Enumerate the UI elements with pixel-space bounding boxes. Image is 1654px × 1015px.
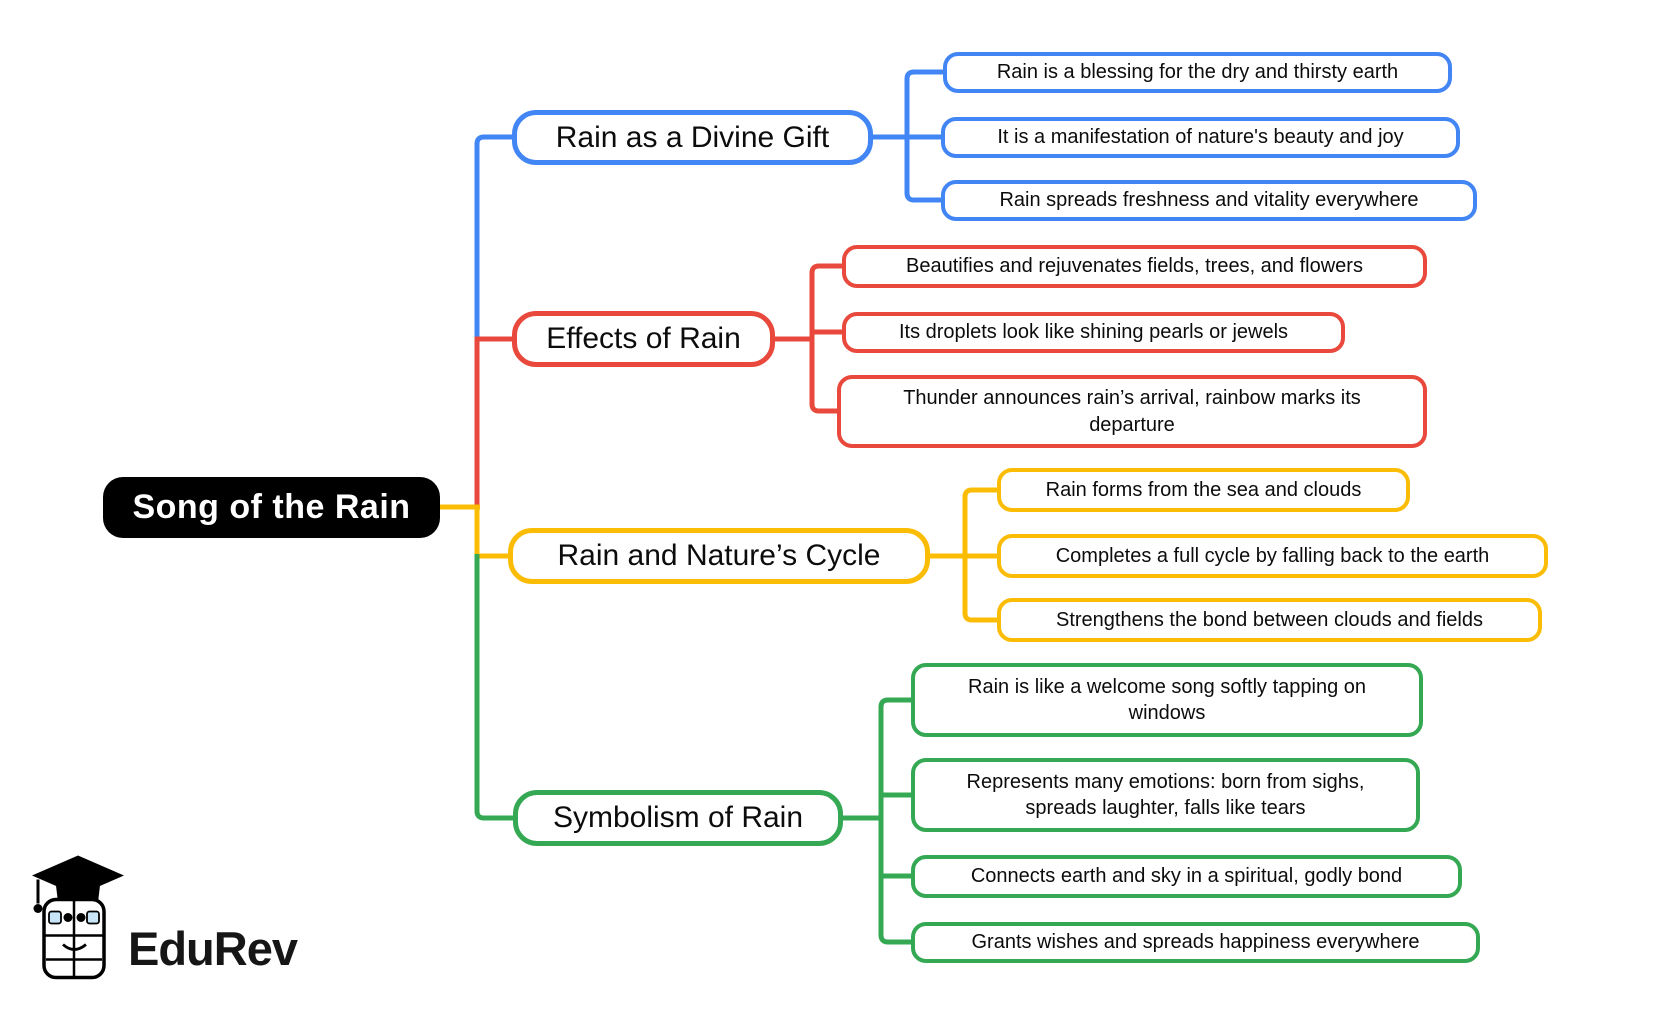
sub-node-text: Rain spreads freshness and vitality ever… (999, 189, 1419, 212)
sub-node-effects-2: Its droplets look like shining pearls or… (842, 312, 1345, 353)
sub-node-text: Represents many emotions: born from sigh… (966, 770, 1365, 819)
sub-node-symbolism-4: Grants wishes and spreads happiness ever… (911, 922, 1480, 963)
sub-node-text: Grants wishes and spreads happiness ever… (971, 931, 1420, 954)
sub-node-divine-gift-3: Rain spreads freshness and vitality ever… (941, 180, 1477, 221)
edurev-mascot-icon (32, 855, 124, 980)
sub-node-cycle-1: Rain forms from the sea and clouds (997, 468, 1410, 512)
sub-node-cycle-3: Strengthens the bond between clouds and … (997, 598, 1542, 642)
sub-node-text: Strengthens the bond between clouds and … (1056, 608, 1483, 631)
sub-node-symbolism-2: Represents many emotions: born from sigh… (911, 758, 1420, 832)
root-node-label: Song of the Rain (132, 488, 411, 526)
sub-node-effects-3: Thunder announces rain’s arrival, rainbo… (837, 375, 1427, 448)
branch-label: Rain and Nature’s Cycle (557, 539, 881, 572)
root-node: Song of the Rain (103, 477, 440, 538)
sub-node-cycle-2: Completes a full cycle by falling back t… (997, 534, 1548, 578)
sub-node-text: Its droplets look like shining pearls or… (898, 321, 1289, 344)
sub-node-effects-1: Beautifies and rejuvenates fields, trees… (842, 245, 1427, 288)
edurev-wordmark: EduRev (128, 922, 298, 975)
sub-node-text: Connects earth and sky in a spiritual, g… (970, 865, 1403, 888)
sub-node-divine-gift-1: Rain is a blessing for the dry and thirs… (943, 52, 1452, 93)
branch-node-divine-gift: Rain as a Divine Gift (512, 110, 873, 165)
branch-label: Effects of Rain (546, 322, 741, 355)
sub-node-symbolism-3: Connects earth and sky in a spiritual, g… (911, 855, 1462, 898)
connector-symbolism (474, 554, 911, 945)
sub-node-text: Rain is like a welcome song softly tappi… (968, 675, 1366, 724)
sub-node-text: Rain is a blessing for the dry and thirs… (996, 61, 1399, 84)
sub-node-text: It is a manifestation of nature's beauty… (997, 126, 1404, 149)
connector-effects-of-rain (474, 263, 842, 509)
branch-node-symbolism: Symbolism of Rain (513, 790, 843, 846)
branch-node-natures-cycle: Rain and Nature’s Cycle (508, 528, 930, 584)
sub-node-divine-gift-2: It is a manifestation of nature's beauty… (941, 117, 1460, 158)
sub-node-text: Completes a full cycle by falling back t… (1055, 544, 1490, 567)
branch-label: Rain as a Divine Gift (555, 120, 830, 154)
sub-node-symbolism-1: Rain is like a welcome song softly tappi… (911, 663, 1423, 737)
sub-node-text: Thunder announces rain’s arrival, rainbo… (903, 387, 1361, 436)
sub-node-text: Rain forms from the sea and clouds (1045, 478, 1362, 501)
branch-node-effects: Effects of Rain (512, 311, 775, 367)
branch-label: Symbolism of Rain (552, 801, 804, 834)
sub-node-text: Beautifies and rejuvenates fields, trees… (906, 255, 1363, 278)
edurev-logo: EduRev (28, 853, 328, 983)
